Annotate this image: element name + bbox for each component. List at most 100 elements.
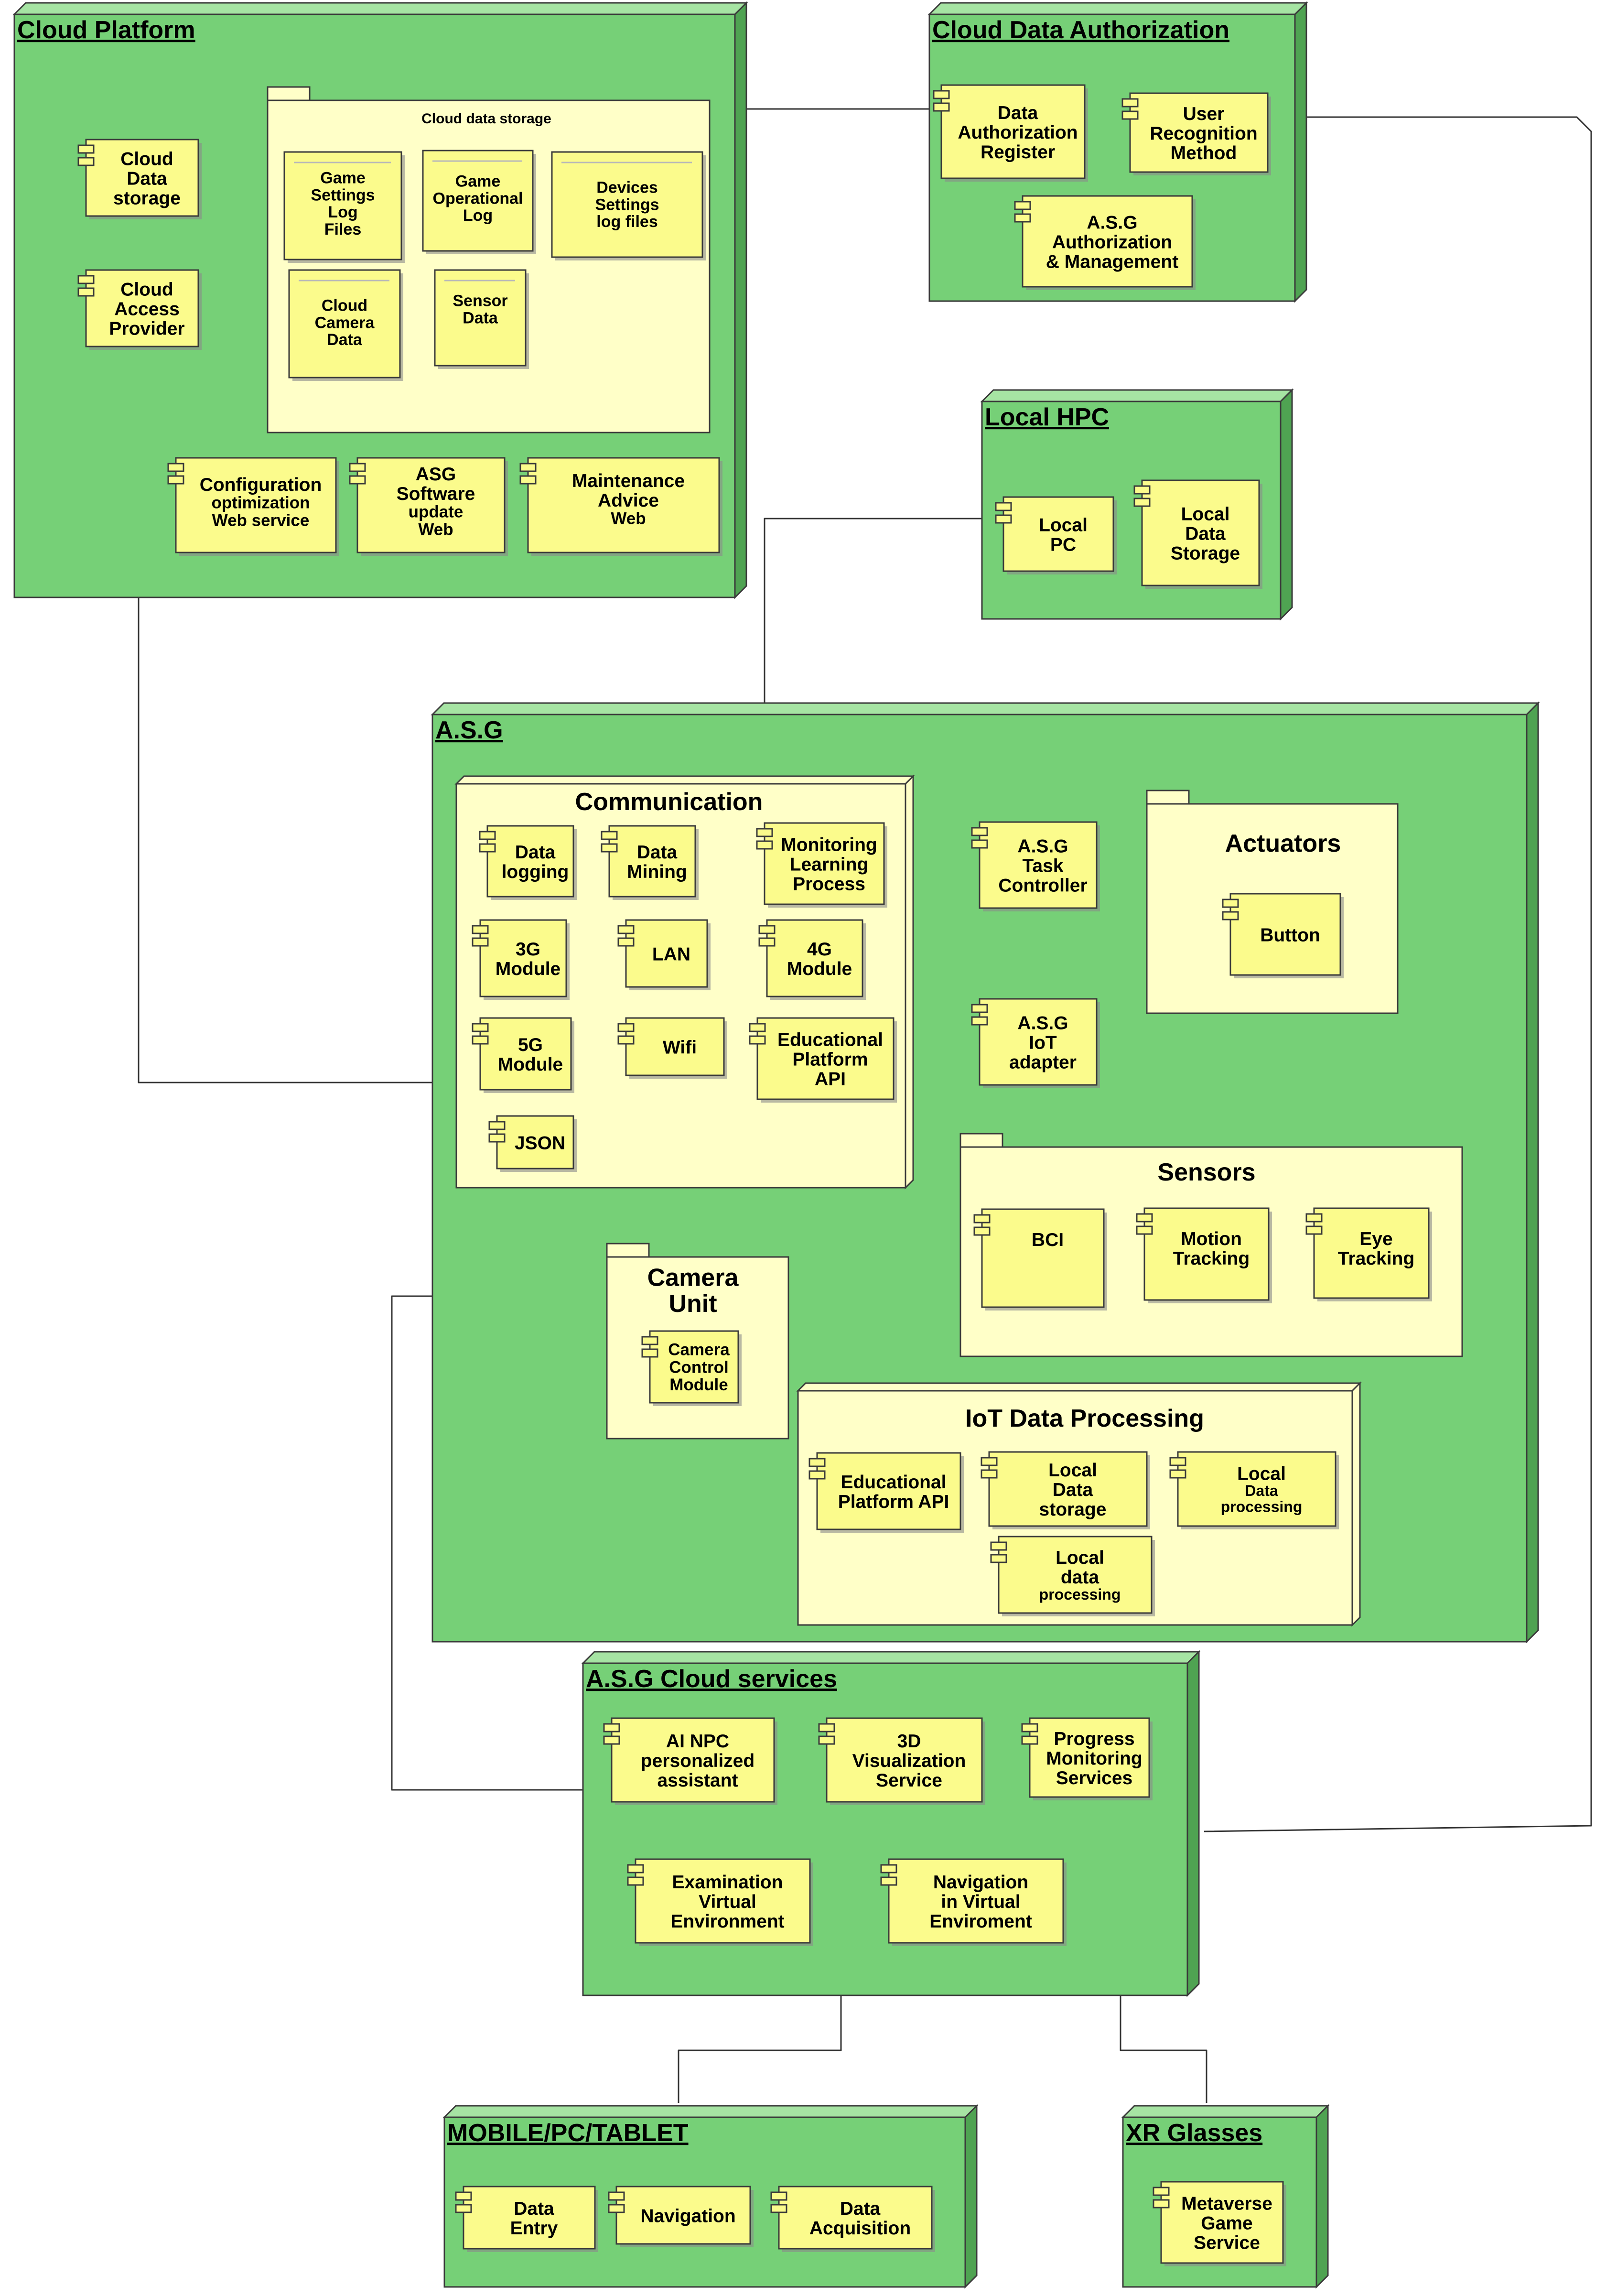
module-3g-component-line: Module — [496, 959, 560, 979]
progress-monitoring-component-line: Progress — [1054, 1729, 1134, 1749]
lan-component-line: LAN — [652, 944, 690, 964]
examination-virtual-environment-component-line: Examination — [672, 1872, 783, 1893]
component-port — [77, 275, 95, 284]
node-top-face — [442, 2105, 979, 2118]
data-authorization-register-component-line: Data — [998, 103, 1038, 123]
node-title: XR Glasses — [1126, 2119, 1262, 2147]
asg-software-update-component-line: Web — [418, 520, 453, 539]
package-tab — [267, 86, 311, 101]
artifact-body — [551, 151, 703, 258]
node-side-face — [1186, 1650, 1200, 1997]
component-body — [888, 1858, 1064, 1944]
artifact-body — [422, 150, 534, 252]
node-top-face — [431, 702, 1540, 715]
box-side-face — [1351, 1381, 1361, 1627]
component-body — [826, 1717, 983, 1803]
component-body — [1229, 893, 1341, 976]
component-body — [816, 1452, 961, 1530]
component-port — [1222, 911, 1239, 921]
component-port — [971, 839, 988, 849]
ai-npc-assistant-component-line: assistant — [657, 1770, 738, 1791]
data-acquisition-component-line: Acquisition — [809, 2218, 911, 2239]
component-port — [1305, 1225, 1323, 1235]
component-port — [488, 1121, 506, 1130]
camera-control-module-component-line: Module — [669, 1375, 728, 1394]
cloud-data-storage-component-line: Cloud — [120, 149, 173, 170]
package-tab — [1146, 790, 1190, 805]
node-side-face — [1280, 388, 1293, 621]
artifact-game-settings-log-files-line: Files — [324, 220, 361, 238]
component-port — [756, 840, 773, 850]
component-port — [455, 2191, 472, 2201]
button-component: Button — [1222, 893, 1344, 978]
asg-iot-adapter-component-line: A.S.G — [1017, 1013, 1068, 1034]
monitoring-learning-process-component-line: Learning — [790, 854, 869, 875]
component-body — [486, 825, 574, 898]
asg-authorization-management-component-line: & Management — [1046, 251, 1178, 272]
component-body — [85, 139, 199, 217]
component-port — [1121, 98, 1139, 108]
component-port — [603, 1723, 620, 1733]
cloud-access-provider-component-line: Access — [114, 299, 180, 319]
artifact-body — [283, 151, 402, 260]
node-title: Local HPC — [985, 403, 1109, 431]
user-recognition-method-component-line: Recognition — [1150, 123, 1257, 144]
component-port — [472, 925, 489, 934]
asg-software-update-component-line: ASG — [416, 464, 456, 485]
box-top-face — [454, 775, 915, 785]
component-body — [479, 1017, 572, 1091]
metaverse-game-service-component-line: Metaverse — [1181, 2194, 1272, 2214]
component-port — [758, 925, 776, 934]
component-port — [627, 1876, 644, 1886]
json-component: JSON — [488, 1115, 577, 1172]
component-port — [749, 1035, 766, 1045]
module-4g-component-line: 4G — [807, 939, 832, 960]
eye-tracking-component-line: Eye — [1359, 1229, 1392, 1249]
sensors-title: Sensors — [1157, 1159, 1255, 1186]
component-port — [995, 502, 1012, 511]
component-body — [635, 1858, 811, 1944]
component-port — [519, 475, 537, 485]
component-body — [85, 269, 199, 347]
component-port — [472, 937, 489, 947]
component-body — [527, 457, 720, 553]
component-port — [808, 1458, 826, 1467]
component-port — [608, 2191, 625, 2201]
iot-local-data-processing-a-component-line: Data — [1245, 1482, 1278, 1499]
camera-control-module-component-line: Control — [669, 1358, 728, 1376]
component-body — [625, 1017, 725, 1076]
component-port — [1136, 1213, 1153, 1223]
artifact-devices-settings-log-files-line: Devices — [596, 179, 658, 197]
component-port — [479, 843, 496, 853]
component-port — [933, 102, 950, 112]
motion-tracking-component-line: Tracking — [1173, 1248, 1250, 1269]
component-body — [1141, 479, 1260, 586]
ai-npc-assistant-component-line: AI NPC — [666, 1731, 729, 1752]
iot-educational-platform-api-component-line: Platform API — [838, 1492, 949, 1512]
iot-local-data-storage-component-line: Local — [1048, 1460, 1097, 1481]
package-tab — [606, 1243, 650, 1258]
component-port — [981, 1457, 998, 1466]
button-component-line: Button — [1260, 925, 1320, 945]
component-port — [1305, 1213, 1323, 1223]
component-port — [167, 475, 184, 485]
asg-software-update-component-line: Software — [397, 484, 475, 504]
educational-platform-api-component-line: Platform — [792, 1049, 868, 1070]
node-side-face — [1526, 701, 1539, 1644]
